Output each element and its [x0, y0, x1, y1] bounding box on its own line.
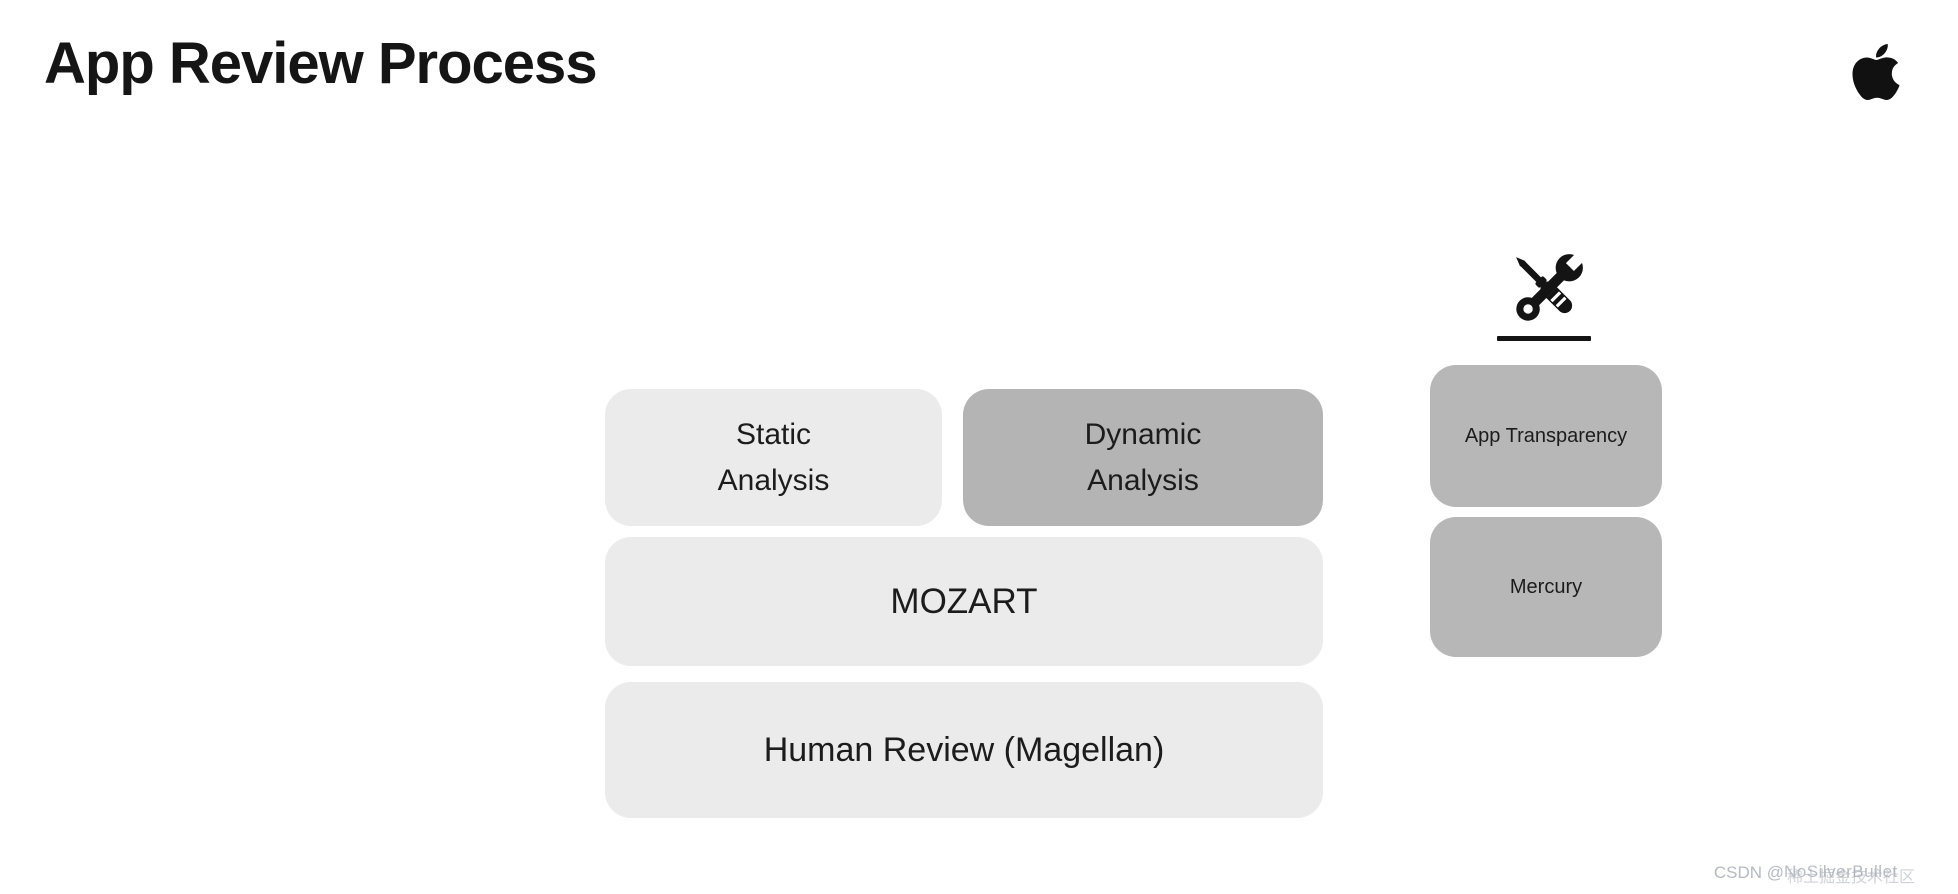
box-app-transparency: App Transparency — [1430, 365, 1662, 507]
box-human-review-label: Human Review (Magellan) — [763, 730, 1165, 769]
watermark-layer-latin: NoSilverBullet — [1784, 862, 1898, 881]
box-static-analysis-label: Static Analysis — [717, 417, 830, 497]
box-mercury-label: Mercury — [1509, 575, 1583, 598]
watermark-prefix: CSDN @ — [1713, 863, 1784, 882]
box-dynamic-analysis: Dynamic Analysis — [963, 389, 1323, 526]
box-mozart: MOZART — [605, 537, 1323, 666]
watermark-layer-cjk: 稀土掘金技术社区 — [1787, 869, 1916, 886]
box-mercury: Mercury — [1430, 517, 1662, 657]
apple-logo-icon — [1852, 40, 1900, 104]
box-mozart-label: MOZART — [890, 581, 1038, 621]
tools-icon-underline — [1497, 336, 1591, 341]
box-app-transparency-label: App Transparency — [1464, 424, 1628, 447]
box-static-analysis: Static Analysis — [605, 389, 942, 526]
box-human-review: Human Review (Magellan) — [605, 682, 1323, 818]
box-dynamic-analysis-label: Dynamic Analysis — [1084, 417, 1202, 497]
page-title: App Review Process — [44, 31, 598, 96]
screwdriver-wrench-icon — [1500, 242, 1596, 336]
